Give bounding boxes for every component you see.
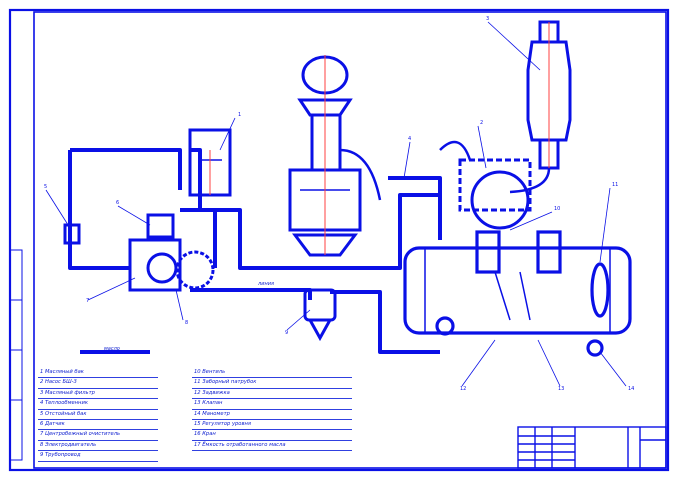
flow-caption: масло — [104, 346, 120, 352]
pipe-label: линия — [258, 281, 274, 287]
legend-item: 12 Задвижка — [192, 389, 352, 400]
legend-item: 16 Кран — [192, 430, 352, 441]
legend-item: 1 Масляный бак — [38, 368, 158, 379]
oil-filter-2 — [303, 288, 337, 342]
legend-item: 11 Заборный патрубок — [192, 378, 352, 389]
waste-oil-tank — [403, 230, 632, 357]
callout-leaders — [45, 21, 627, 387]
legend-item: 5 Отстойный бак — [38, 410, 158, 421]
legend-item: 9 Трубопровод — [38, 451, 158, 462]
legend-item: 2 Насос БШ-3 — [38, 378, 158, 389]
legend-item: 17 Ёмкость отработанного масла — [192, 441, 352, 452]
legend-item: 13 Клапан — [192, 399, 352, 410]
legend-left: 1 Масляный бак 2 Насос БШ-3 3 Масляный ф… — [38, 368, 158, 462]
oil-tank-1 — [188, 128, 232, 197]
legend-item: 7 Центробежный очиститель — [38, 430, 158, 441]
pipelines — [68, 148, 442, 354]
centrifuge-column — [288, 55, 382, 257]
legend-right: 10 Вентиль 11 Заборный патрубок 12 Задви… — [192, 368, 352, 452]
motor-pump — [439, 140, 532, 230]
legend-item: 14 Манометр — [192, 410, 352, 421]
legend-item: 6 Датчик — [38, 420, 158, 431]
legend-item: 10 Вентиль — [192, 368, 352, 379]
sheet-outer-frame — [8, 8, 670, 472]
legend-item: 3 Масляный фильтр — [38, 389, 158, 400]
sheet-inner-frame — [33, 11, 667, 469]
binding-strip — [9, 249, 23, 461]
separator-vessel — [509, 20, 572, 194]
legend-item: 8 Электродвигатель — [38, 441, 158, 452]
legend-item: 15 Регулятор уровня — [192, 420, 352, 431]
legend-item: 4 Теплообменник — [38, 399, 158, 410]
pump-unit — [63, 213, 215, 292]
title-block — [517, 426, 667, 469]
